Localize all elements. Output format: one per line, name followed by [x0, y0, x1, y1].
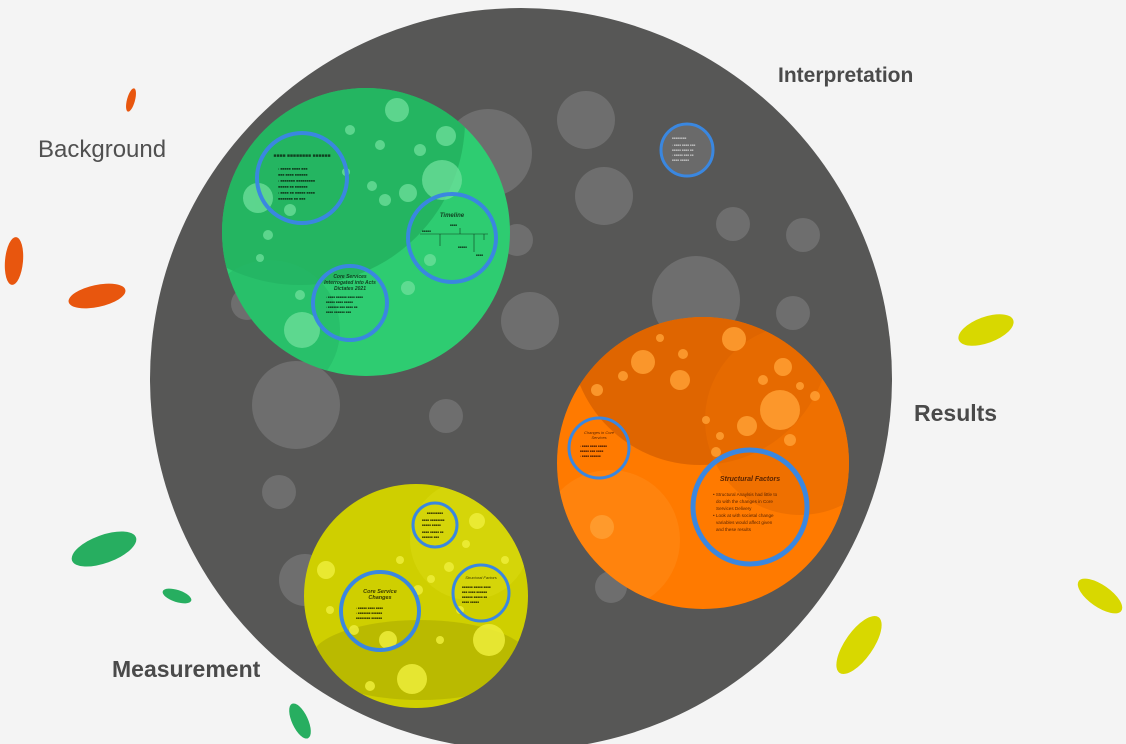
section-label-results[interactable]: Results: [914, 400, 998, 426]
timeline-title: Timeline: [440, 213, 465, 219]
frame-core-service-changes[interactable]: Core Service Changes • ■■■■■ ■■■■ ■■■■ •…: [339, 570, 421, 652]
section-label-background[interactable]: Background: [38, 136, 167, 163]
svg-text:■■■■■■■■ ■■■■■■: ■■■■■■■■ ■■■■■■: [356, 616, 382, 620]
svg-text:• Look at with societal change: • Look at with societal change: [713, 513, 774, 518]
svg-text:■■■■ ■■■■■■■■ ■■■■■■: ■■■■ ■■■■■■■■ ■■■■■■: [273, 153, 330, 159]
svg-text:• ■■■■■ ■■■ ■■: • ■■■■■ ■■■ ■■: [672, 153, 694, 157]
svg-text:■■■■: ■■■■: [476, 253, 483, 257]
svg-text:• ■■■■■ ■■■■ ■■■■: • ■■■■■ ■■■■ ■■■■: [356, 606, 383, 610]
frame-structural-factors-small[interactable]: Structural Factors ■■■■■■ ■■■■■ ■■■■ ■■■…: [451, 563, 511, 623]
yellow-bacterium-2: [836, 616, 882, 674]
svg-text:■■■■ ■■■■■ ■■: ■■■■ ■■■■■ ■■: [422, 530, 444, 534]
svg-text:■■■■■ ■■■■■: ■■■■■ ■■■■■: [422, 523, 441, 527]
svg-text:■■■■■■■■■: ■■■■■■■■■: [427, 511, 443, 515]
svg-text:■■■■■■ ■■■■■ ■■■■: ■■■■■■ ■■■■■ ■■■■: [462, 585, 491, 589]
yellow-bacterium-3: [1077, 578, 1123, 614]
orange-bacterium-2: [4, 237, 24, 285]
svg-text:• ■■■■ ■■■■■■: • ■■■■ ■■■■■■: [580, 454, 601, 458]
svg-text:• ■■■■ ■■■■■■ ■■■■ ■■■■: • ■■■■ ■■■■■■ ■■■■ ■■■■: [326, 295, 363, 299]
svg-text:■■■■■■■ ■■ ■■■: ■■■■■■■ ■■ ■■■: [278, 197, 305, 201]
svg-text:■■■■ ■■■■■: ■■■■ ■■■■■: [672, 158, 689, 162]
svg-text:■■■■■ ■■■ ■■■■: ■■■■■ ■■■ ■■■■: [580, 449, 604, 453]
svg-text:• ■■■■ ■■ ■■■■■ ■■■■: • ■■■■ ■■ ■■■■■ ■■■■: [278, 191, 315, 195]
svg-text:Services Delivery: Services Delivery: [716, 506, 752, 511]
svg-text:Core Services: Core Services: [333, 274, 367, 280]
svg-text:variables would affect given: variables would affect given: [716, 520, 773, 525]
svg-text:Dictates 2021: Dictates 2021: [334, 286, 366, 292]
changes-in-core-title: Changes in Core: [584, 430, 615, 435]
frame-structural-factors[interactable]: Structural Factors • Structural Anaylsis…: [690, 447, 810, 567]
svg-text:Services: Services: [591, 435, 606, 440]
svg-text:Interrogated into Acts: Interrogated into Acts: [324, 280, 376, 286]
yellow-bacterium-1: [958, 314, 1014, 346]
frame-measurement-notes[interactable]: ■■■■■■■■■ ■■■■ ■■■■■■■■ ■■■■■ ■■■■■ ■■■■…: [411, 501, 459, 549]
core-service-changes-line1: Core Service: [363, 589, 397, 595]
svg-text:• ■■■■■ ■■■■ ■■■: • ■■■■■ ■■■■ ■■■: [278, 167, 308, 171]
svg-text:• ■■■■ ■■■■ ■■■: • ■■■■ ■■■■ ■■■: [672, 143, 696, 147]
svg-text:■■■■■■■■: ■■■■■■■■: [672, 136, 687, 140]
core-service-changes-line2: Changes: [368, 595, 391, 601]
svg-text:■■■■■■ ■■■■■ ■■: ■■■■■■ ■■■■■ ■■: [462, 595, 487, 599]
svg-text:■■■■■■ ■■■: ■■■■■■ ■■■: [422, 535, 439, 539]
green-bacterium-1: [71, 531, 137, 567]
section-label-interpretation[interactable]: Interpretation: [778, 64, 914, 87]
bacteria-decorations: [4, 88, 1123, 739]
svg-text:■■■■ ■■■■■: ■■■■ ■■■■■: [462, 600, 479, 604]
svg-text:■■■■: ■■■■: [450, 223, 457, 227]
green-bacterium-2: [162, 588, 192, 604]
frame-core-services[interactable]: Core Services Interrogated into Acts Dic…: [311, 264, 389, 342]
svg-text:■■■■■ ■■■■ ■■: ■■■■■ ■■■■ ■■: [672, 148, 694, 152]
grey-bubbles: [231, 91, 820, 606]
frame-interpretation[interactable]: ■■■■■■■■ • ■■■■ ■■■■ ■■■ ■■■■■ ■■■■ ■■ •…: [659, 122, 715, 178]
measurement-bubble[interactable]: ■■■■■■■■■ ■■■■ ■■■■■■■■ ■■■■■ ■■■■■ ■■■■…: [304, 480, 530, 708]
svg-text:■■■■ ■■■■■■■■: ■■■■ ■■■■■■■■: [422, 518, 445, 522]
frame-background-notes[interactable]: ■■■■ ■■■■■■■■ ■■■■■■ • ■■■■■ ■■■■ ■■■ ■■…: [255, 131, 349, 225]
frame-changes-in-core[interactable]: Changes in Core Services • ■■■■ ■■■■ ■■■…: [567, 416, 631, 480]
svg-text:• Structural Anaylsis had litt: • Structural Anaylsis had little to: [713, 492, 778, 497]
structural-factors-small-title: Structural Factors: [465, 575, 497, 580]
svg-text:• ■■■■ ■■■■ ■■■■■: • ■■■■ ■■■■ ■■■■■: [580, 444, 607, 448]
frame-timeline[interactable]: Timeline ■■■■■ ■■■■ ■■■■■ ■■■■: [406, 192, 498, 284]
orange-bacterium-1: [126, 88, 136, 112]
green-bacterium-3: [289, 703, 311, 739]
svg-text:■■■■■ ■■■■ ■■■■■: ■■■■■ ■■■■ ■■■■■: [326, 300, 353, 304]
svg-text:• ■■■■■■■ ■■■■■■: • ■■■■■■■ ■■■■■■: [356, 611, 382, 615]
svg-text:■■■■■ ■■ ■■■■■■: ■■■■■ ■■ ■■■■■■: [278, 185, 307, 189]
svg-text:• ■■■■■■■ ■■■■■■■■■: • ■■■■■■■ ■■■■■■■■■: [278, 179, 315, 183]
svg-text:■■■■■: ■■■■■: [458, 245, 467, 249]
svg-text:• ■■■■■■ ■■■ ■■■■ ■■: • ■■■■■■ ■■■ ■■■■ ■■: [326, 305, 358, 309]
svg-text:and these results: and these results: [716, 527, 752, 532]
section-label-measurement[interactable]: Measurement: [112, 656, 261, 682]
structural-factors-title: Structural Factors: [720, 476, 780, 483]
svg-text:■■■ ■■■■ ■■■■■■: ■■■ ■■■■ ■■■■■■: [278, 173, 307, 177]
orange-bacterium-3: [68, 283, 126, 309]
svg-text:■■■ ■■■■ ■■■■■■: ■■■ ■■■■ ■■■■■■: [462, 590, 487, 594]
svg-text:■■■■ ■■■■■■ ■■■: ■■■■ ■■■■■■ ■■■: [326, 310, 351, 314]
svg-text:do with the changes in Core: do with the changes in Core: [716, 499, 773, 504]
svg-text:■■■■■: ■■■■■: [422, 229, 431, 233]
